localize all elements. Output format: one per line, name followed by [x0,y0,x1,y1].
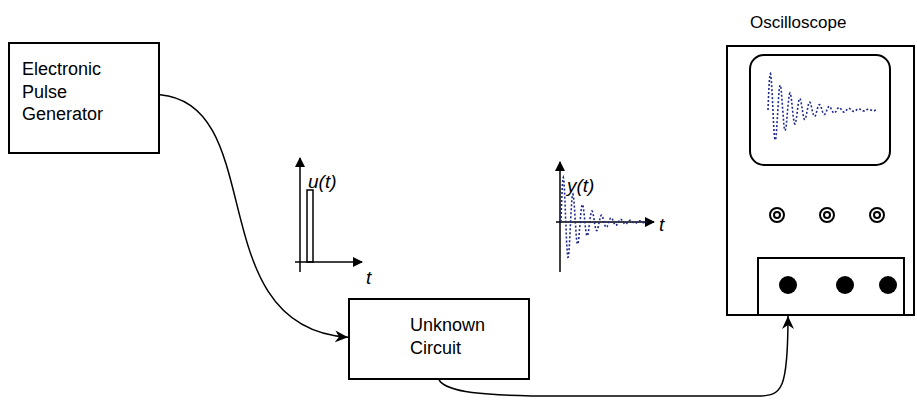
pulse [307,190,313,262]
scope-jack [779,276,897,294]
axis-label: t [659,215,664,234]
process-box: Electronic Pulse Generator [8,42,160,154]
signal-cable [160,95,348,338]
device-title: Oscilloscope [750,13,846,33]
axis [295,261,362,263]
scope-screen [750,55,890,165]
damped-response [768,74,876,140]
box-label: Electronic Pulse Generator [22,58,134,126]
axis-label: t [366,268,371,287]
process-box: Unknown Circuit [348,298,530,380]
scope-knob [770,208,884,222]
signal-name: u(t) [308,172,337,191]
signal-name: y(t) [567,176,594,195]
axis [299,158,301,272]
box-label: Unknown Circuit [410,314,510,359]
scope-panel [758,258,904,315]
oscilloscope-housing: Oscilloscope [726,45,915,316]
signal-cable [439,316,788,396]
